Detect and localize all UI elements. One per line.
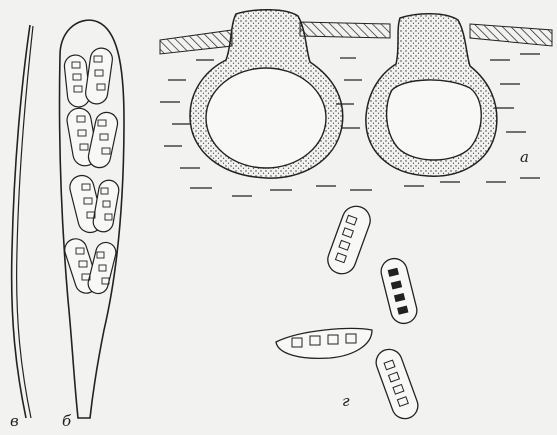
figure-label-v: в xyxy=(10,412,19,430)
ascus-figure xyxy=(59,20,124,418)
filament-figure xyxy=(12,25,33,418)
spore-bottom xyxy=(372,346,421,423)
perithecia-figure xyxy=(160,10,552,196)
ascospores-figure xyxy=(276,202,422,422)
spore-top xyxy=(324,202,374,277)
spore-dark xyxy=(378,256,419,326)
ascospore-group xyxy=(62,47,120,296)
spore-horizontal xyxy=(276,329,372,359)
figure-label-a: а xyxy=(520,148,529,166)
figure-label-b: б xyxy=(62,412,71,430)
figure-label-g: г xyxy=(342,392,350,410)
